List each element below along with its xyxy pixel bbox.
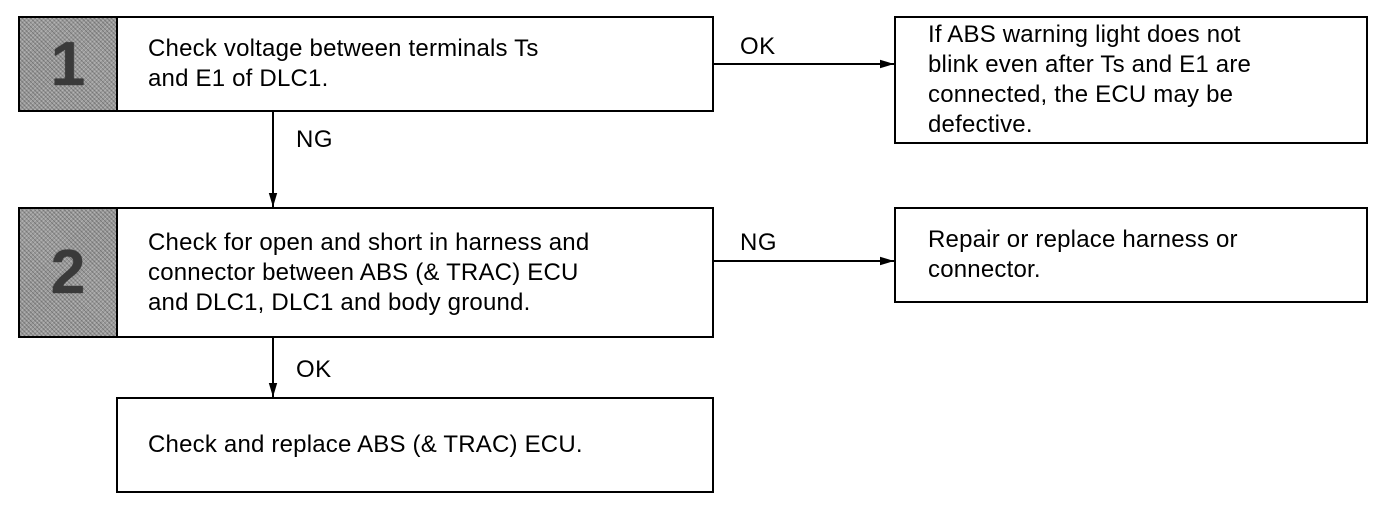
result-box-repair-harness: Repair or replace harness or connector. <box>894 207 1368 303</box>
step-2-box: 2 Check for open and short in harness an… <box>18 207 714 338</box>
result-line: blink even after Ts and E1 are <box>928 51 1252 78</box>
result-box-ecu-defective: If ABS warning light does not blink even… <box>894 16 1368 144</box>
result-line: connector. <box>928 256 1041 283</box>
step-2-ok-label: OK <box>296 356 332 383</box>
step-1-box: 1 Check voltage between terminals Ts and… <box>18 16 714 112</box>
step-1-ok-label: OK <box>740 33 776 60</box>
step-1-ng-label: NG <box>296 126 333 153</box>
result-line: If ABS warning light does not <box>928 21 1241 48</box>
step-2-line: and DLC1, DLC1 and body ground. <box>148 288 531 316</box>
step-2-text: Check for open and short in harness and … <box>118 209 712 336</box>
result-repair-harness-text: Repair or replace harness or connector. <box>896 209 1366 301</box>
final-box-replace-ecu: Check and replace ABS (& TRAC) ECU. <box>116 397 714 493</box>
step-2-line: connector between ABS (& TRAC) ECU <box>148 258 579 286</box>
step-1-text: Check voltage between terminals Ts and E… <box>118 18 712 110</box>
result-line: Repair or replace harness or <box>928 226 1238 253</box>
step-2-number: 2 <box>20 209 118 336</box>
step-2-ng-label: NG <box>740 229 777 256</box>
final-line: Check and replace ABS (& TRAC) ECU. <box>148 431 583 458</box>
result-line: defective. <box>928 111 1033 138</box>
result-ecu-defective-text: If ABS warning light does not blink even… <box>896 18 1366 142</box>
step-1-line: Check voltage between terminals Ts <box>148 35 539 62</box>
step-2-line: Check for open and short in harness and <box>148 228 590 256</box>
result-line: connected, the ECU may be <box>928 81 1234 108</box>
final-text: Check and replace ABS (& TRAC) ECU. <box>118 399 712 491</box>
step-1-number: 1 <box>20 18 118 110</box>
step-1-line: and E1 of DLC1. <box>148 65 329 92</box>
